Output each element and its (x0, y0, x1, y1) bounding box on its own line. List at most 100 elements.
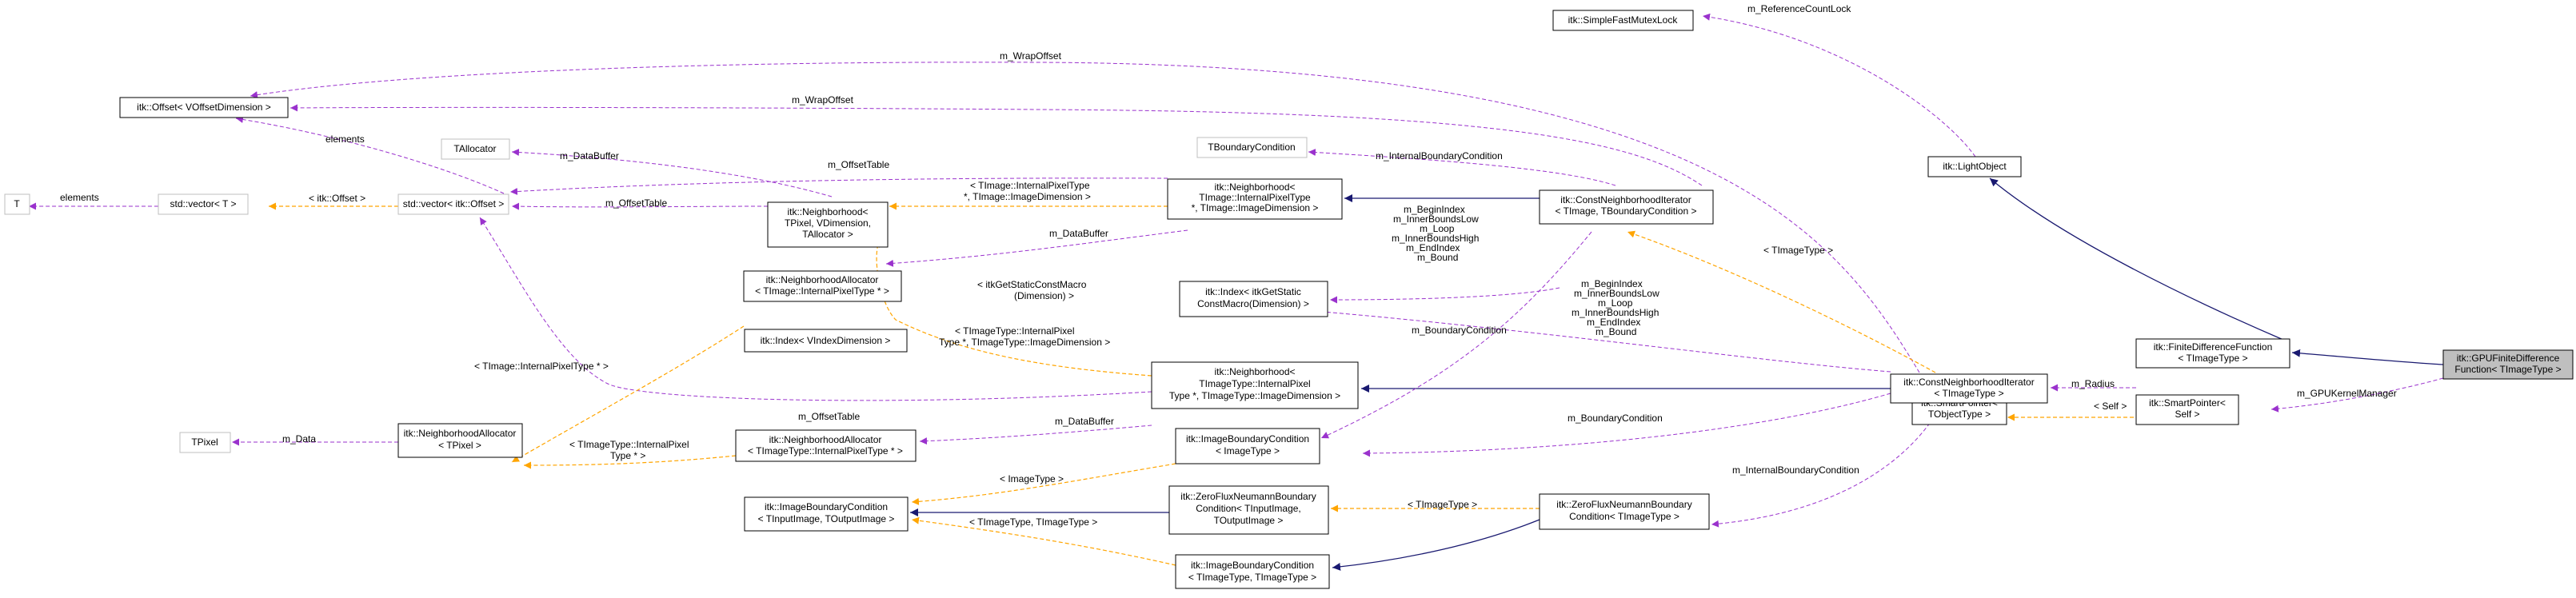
node-tpixel[interactable]: TPixel (179, 432, 231, 453)
node-image-boundary-condition-generic[interactable]: itk::ImageBoundaryCondition< TInputImage… (744, 496, 909, 532)
label-tpl-static-macro: < itkGetStaticConstMacro(Dimension) > (977, 279, 1087, 301)
edge-offsettable-3 (479, 217, 1152, 401)
node-image-boundary-condition-ttt[interactable]: itk::ImageBoundaryCondition< TImageType,… (1175, 554, 1330, 589)
node-tallocator[interactable]: TAllocator (441, 138, 510, 160)
node-const-neighborhood-iterator-tbc[interactable]: itk::ConstNeighborhoodIterator< TImage, … (1539, 189, 1714, 225)
label-elements-1: elements (325, 134, 365, 145)
label-internal-bc-top: m_InternalBoundaryCondition (1376, 150, 1503, 161)
node-tboundary-condition[interactable]: TBoundaryCondition (1196, 137, 1308, 158)
svg-text:itk::Offset< VOffsetDimension: itk::Offset< VOffsetDimension > (137, 102, 271, 113)
edge-offsettable-1 (509, 177, 1168, 195)
edge-mutex-lightobject (1702, 13, 1976, 157)
label-data-buffer-2: m_DataBuffer (1049, 228, 1108, 239)
node-offset-voffsetdimension[interactable]: itk::Offset< VOffsetDimension > (119, 97, 289, 118)
node-simple-fast-mutex-lock[interactable]: itk::SimpleFastMutexLock (1552, 10, 1694, 31)
label-gpu-kernel-manager: m_GPUKernelManager (2297, 388, 2397, 399)
node-light-object[interactable]: itk::LightObject (1927, 156, 2022, 177)
edge-boundary-cond-1 (1303, 307, 1891, 373)
label-wrap-offset-2: m_WrapOffset (792, 94, 854, 106)
svg-text:itk::ImageBoundaryCondition< T: itk::ImageBoundaryCondition< TInputImage… (758, 501, 895, 524)
edge-ibc-ttt-to-zfn-timage (1332, 519, 1540, 571)
label-begin-index-2: m_BeginIndex m_InnerBoundsLow m_Loop m_I… (1572, 278, 1662, 337)
node-t[interactable]: T (4, 193, 30, 215)
node-neighborhood-timage-internal[interactable]: itk::Neighborhood<TImage::InternalPixelT… (1167, 178, 1343, 220)
svg-text:itk::SimpleFastMutexLock: itk::SimpleFastMutexLock (1568, 14, 1679, 26)
label-begin-index-1: m_BeginIndex m_InnerBoundsLow m_Loop m_I… (1392, 204, 1482, 263)
svg-text:itk::ConstNeighborhoodIterator: itk::ConstNeighborhoodIterator< TImageTy… (1903, 377, 2034, 399)
svg-text:itk::FiniteDifferenceFunction<: itk::FiniteDifferenceFunction< TImageTyp… (2154, 341, 2273, 364)
label-offset-table-2: m_OffsetTable (605, 197, 667, 209)
edge-begin-index-1 (1329, 287, 1560, 304)
label-offset-table-1: m_OffsetTable (828, 159, 889, 170)
label-tpl-ttype-ttype: < TImageType, TImageType > (969, 516, 1097, 528)
node-const-neighborhood-iterator-timagetype[interactable]: itk::ConstNeighborhoodIterator< TImageTy… (1890, 373, 2048, 404)
label-boundary-cond-2: m_BoundaryCondition (1568, 413, 1663, 424)
svg-text:itk::NeighborhoodAllocator< TP: itk::NeighborhoodAllocator< TPixel > (404, 428, 517, 451)
label-internal-bc-2: m_InternalBoundaryCondition (1732, 464, 1859, 476)
label-tpl-timagetype-2: < TImageType > (1408, 499, 1477, 510)
label-tpl-timage-ip-star: < TImage::InternalPixelType * > (474, 361, 609, 372)
label-data-buffer-1: m_DataBuffer (560, 150, 619, 161)
node-neighborhood-timagetype[interactable]: itk::Neighborhood<TImageType::InternalPi… (1151, 361, 1359, 409)
svg-text:itk::NeighborhoodAllocator< TI: itk::NeighborhoodAllocator< TImageType::… (748, 434, 903, 456)
edge-fdf-to-gpu (2291, 349, 2444, 365)
node-neighborhood-generic[interactable]: itk::Neighborhood<TPixel, VDimension,TAl… (767, 201, 889, 248)
svg-text:std::vector< T >: std::vector< T > (170, 198, 237, 209)
svg-text:T: T (14, 198, 20, 209)
node-neighborhood-allocator-timagetype[interactable]: itk::NeighborhoodAllocator< TImageType::… (735, 429, 917, 462)
node-vector-t[interactable]: std::vector< T > (158, 193, 249, 215)
svg-text:TPixel: TPixel (191, 437, 218, 448)
svg-text:itk::Neighborhood<TImageType::: itk::Neighborhood<TImageType::InternalPi… (1169, 366, 1340, 401)
edge-offsettable-2 (511, 202, 769, 210)
label-m-data: m_Data (282, 433, 316, 445)
edge-labels-layer: m_ReferenceCountLock m_WrapOffset m_Wrap… (60, 3, 2397, 528)
svg-text:TBoundaryCondition: TBoundaryCondition (1208, 142, 1295, 153)
svg-text:itk::ImageBoundaryCondition< T: itk::ImageBoundaryCondition< TImageType,… (1188, 560, 1316, 583)
svg-text:itk::Index< VIndexDimension >: itk::Index< VIndexDimension > (761, 335, 891, 346)
svg-text:itk::ConstNeighborhoodIterator: itk::ConstNeighborhoodIterator< TImage, … (1556, 194, 1697, 217)
svg-text:itk::Index< itkGetStaticConstM: itk::Index< itkGetStaticConstMacro(Dimen… (1197, 286, 1309, 309)
edges-layer (29, 13, 2444, 571)
label-wrap-offset-top: m_WrapOffset (1000, 50, 1062, 62)
edge-tpl-cni-timagetype (1627, 230, 1936, 373)
svg-text:itk::SmartPointer<Self >: itk::SmartPointer<Self > (2149, 397, 2226, 420)
node-finite-difference-function[interactable]: itk::FiniteDifferenceFunction< TImageTyp… (2135, 338, 2290, 369)
edge-tpl-ibc-ttt (911, 516, 1176, 566)
label-itk-offset: < itk::Offset > (309, 193, 365, 204)
edge-gpu-kernel-manager (2270, 377, 2444, 413)
node-index-vindexdimension[interactable]: itk::Index< VIndexDimension > (744, 329, 908, 353)
label-tpl-timagetype-1: < TImageType > (1763, 245, 1833, 256)
edge-tpl-nalloc-ttype (523, 455, 737, 469)
node-vector-itk-offset[interactable]: std::vector< itk::Offset > (397, 193, 509, 215)
label-radius: m_Radius (2071, 378, 2115, 389)
node-smart-pointer-self[interactable]: itk::SmartPointer<Self > (2135, 394, 2239, 425)
svg-text:itk::LightObject: itk::LightObject (1943, 161, 2007, 172)
label-ref-count-lock: m_ReferenceCountLock (1747, 3, 1851, 14)
edge-elements-1 (235, 116, 505, 194)
edge-tpl-ibc-imagetype (911, 463, 1176, 505)
edge-internal-bc-2 (1711, 401, 1944, 528)
node-neighborhood-allocator-tpixel[interactable]: itk::NeighborhoodAllocator< TPixel > (397, 423, 523, 458)
label-offset-table-3: m_OffsetTable (798, 411, 860, 422)
svg-text:TAllocator: TAllocator (453, 143, 496, 154)
label-data-buffer-3: m_DataBuffer (1055, 416, 1114, 427)
svg-text:itk::NeighborhoodAllocator< TI: itk::NeighborhoodAllocator< TImage::Inte… (755, 274, 889, 297)
svg-text:itk::ImageBoundaryCondition< I: itk::ImageBoundaryCondition< ImageType > (1186, 433, 1309, 456)
edge-databuffer-3 (919, 425, 1152, 445)
node-image-boundary-condition-imagetype[interactable]: itk::ImageBoundaryCondition< ImageType > (1175, 428, 1320, 464)
node-neighborhood-allocator-timage[interactable]: itk::NeighborhoodAllocator< TImage::Inte… (743, 270, 902, 302)
label-boundary-cond-1: m_BoundaryCondition (1412, 325, 1507, 336)
svg-text:std::vector< itk::Offset >: std::vector< itk::Offset > (403, 198, 505, 209)
edge-wrapoffset-top (250, 62, 1920, 373)
edge-tpl-nalloc-timage (511, 325, 745, 463)
